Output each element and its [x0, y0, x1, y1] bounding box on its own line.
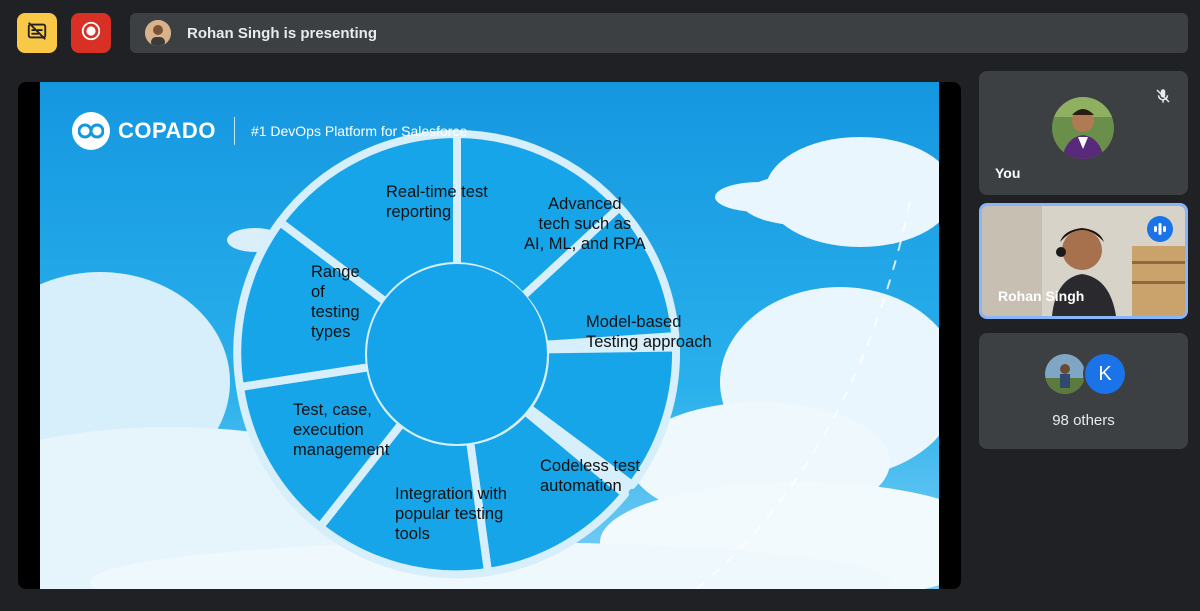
segment-label: Range of testing types	[311, 263, 360, 341]
segment-label: Advanced tech such as AI, ML, and RPA	[524, 195, 646, 253]
copado-logo-icon	[72, 112, 110, 150]
header-divider	[233, 117, 235, 145]
participant-tile-speaker[interactable]: Rohan Singh	[979, 203, 1188, 319]
presentation-stage: COPADO #1 DevOps Platform for Salesforce…	[18, 82, 961, 589]
others-count: 98 others	[1052, 412, 1115, 429]
presenting-banner: Rohan Singh is presenting	[130, 13, 1188, 53]
slide-tagline: #1 DevOps Platform for Salesforce	[250, 123, 468, 139]
avatar-k: K	[1085, 354, 1125, 394]
mic-off-icon[interactable]	[1154, 87, 1172, 110]
record-icon	[80, 20, 102, 47]
captions-off-icon	[26, 20, 48, 47]
recording-button[interactable]	[71, 13, 111, 53]
segment-label: Integration with popular testing tools	[395, 485, 507, 543]
presenting-text: Rohan Singh is presenting	[187, 24, 378, 42]
slide-background	[40, 82, 939, 589]
participant-name: Rohan Singh	[998, 288, 1085, 304]
segment-label: Real-time test reporting	[386, 183, 488, 221]
other-avatar	[1045, 354, 1085, 394]
segment-label: Codeless test automation	[540, 457, 640, 495]
segment-label: Model-based Testing approach	[586, 313, 712, 351]
slide: COPADO #1 DevOps Platform for Salesforce…	[40, 82, 939, 589]
participant-name: You	[995, 165, 1021, 181]
presenter-avatar	[145, 20, 171, 46]
captions-button[interactable]	[17, 13, 57, 53]
segment-label: Test, case, execution management	[293, 401, 390, 459]
participant-tile-others[interactable]: K 98 others	[979, 333, 1188, 449]
logo-text: COPADO	[118, 118, 216, 143]
speaking-icon	[1147, 216, 1173, 242]
you-avatar	[1052, 97, 1114, 159]
speaker-video	[982, 206, 1185, 316]
participant-tile-you[interactable]: You	[979, 71, 1188, 195]
slide-header: COPADO #1 DevOps Platform for Salesforce	[72, 112, 467, 150]
